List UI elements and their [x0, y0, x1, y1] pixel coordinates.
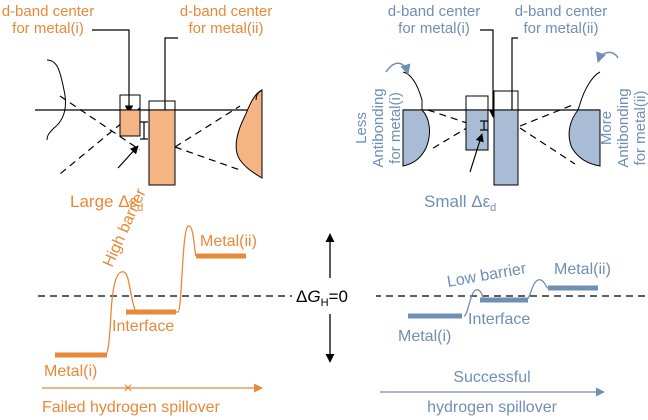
- left-band-box-ii-filled: [148, 109, 176, 186]
- left-dos-curve-i: [46, 59, 67, 141]
- svg-text:Less: Less: [353, 112, 370, 144]
- right-dash-1: [427, 109, 471, 125]
- left-band-box-i-filled: [119, 109, 141, 137]
- left-dash-3: [174, 105, 241, 148]
- left-dband-i-pointer: [92, 29, 134, 114]
- left-interface-label: Interface: [112, 318, 174, 335]
- delta-g-label: ΔGH=0: [296, 287, 348, 309]
- svg-text:for metal(i): for metal(i): [387, 92, 404, 164]
- left-dash-1: [59, 95, 141, 151]
- left-dband-ii-label-1: d-band center: [180, 3, 273, 20]
- right-energy-profile: Low barrier Metal(ii) Interface Metal(i)…: [380, 260, 611, 416]
- right-dos-curve-i: [402, 109, 430, 167]
- more-curved-arrow: [596, 51, 619, 63]
- right-dos-curve-ii-top: [577, 71, 601, 111]
- right-dash-3: [519, 103, 576, 127]
- right-metal-ii-label: Metal(ii): [554, 261, 611, 278]
- right-result-label-1: Successful: [453, 369, 530, 386]
- left-dband-ii-pointer: [160, 37, 178, 129]
- right-dband-i-label-2: for metal(i): [398, 20, 470, 37]
- less-curved-arrow: [385, 62, 411, 76]
- left-dos-curve-ii-top: [255, 89, 263, 101]
- right-delta-pointer: [469, 133, 484, 173]
- left-fail-mark: ×: [123, 380, 132, 397]
- left-dband-ii-label-2: for metal(ii): [188, 20, 263, 37]
- svg-text:Antibonding: Antibonding: [370, 88, 387, 167]
- right-delta-label: Small Δεd: [424, 192, 496, 214]
- right-band-box-i-outline: [465, 95, 489, 111]
- left-delta-label: Large Δεd: [70, 192, 143, 214]
- left-metal-i-label: Metal(i): [44, 363, 97, 380]
- right-interface-label: Interface: [468, 311, 530, 328]
- center-axis: ΔGH=0: [38, 233, 648, 363]
- right-result-label-2: hydrogen spillover: [427, 399, 558, 416]
- more-antibonding-label: More Antibonding for metal(ii): [598, 88, 648, 167]
- svg-text:Antibonding: Antibonding: [615, 88, 632, 167]
- left-metal-ii-label: Metal(ii): [200, 233, 257, 250]
- right-dash-4: [519, 127, 576, 165]
- right-dos-panel: d-band center for metal(i) d-band center…: [353, 3, 648, 214]
- svg-text:More: More: [598, 111, 615, 145]
- left-dos-curve-ii: [235, 89, 263, 179]
- left-dband-i-label-2: for metal(i): [12, 20, 84, 37]
- right-dash-2: [429, 125, 471, 151]
- right-band-box-ii-outline: [493, 90, 519, 111]
- left-band-box-i-outline: [119, 94, 141, 111]
- right-dband-i-label-1: d-band center: [388, 3, 481, 20]
- right-dband-ii-pointer: [507, 37, 518, 129]
- left-dos-panel: d-band center for metal(i) d-band center…: [2, 3, 273, 214]
- left-dband-i-label-1: d-band center: [2, 3, 95, 20]
- svg-text:for metal(ii): for metal(ii): [632, 90, 648, 165]
- right-band-box-ii-filled: [493, 109, 519, 186]
- right-dband-ii-label-1: d-band center: [515, 3, 608, 20]
- right-dband-i-pointer: [480, 29, 498, 118]
- left-dash-4: [174, 146, 241, 171]
- left-result-label: Failed hydrogen spillover: [42, 399, 221, 416]
- right-delta-bracket: [480, 120, 488, 131]
- left-energy-profile: Metal(ii) High barrier Interface Metal(i…: [42, 186, 263, 416]
- left-band-box-ii-outline: [148, 100, 176, 111]
- right-metal-i-label: Metal(i): [398, 328, 451, 345]
- right-dos-curve-i-top: [402, 71, 423, 110]
- right-dos-curve-ii: [568, 109, 601, 167]
- right-low-barrier-label: Low barrier: [446, 260, 528, 291]
- left-delta-pointer: [117, 145, 139, 169]
- left-delta-bracket: [140, 121, 148, 140]
- left-energy-path: [104, 225, 197, 356]
- less-antibonding-label: Less Antibonding for metal(i): [353, 88, 404, 167]
- right-dband-ii-label-2: for metal(ii): [523, 20, 598, 37]
